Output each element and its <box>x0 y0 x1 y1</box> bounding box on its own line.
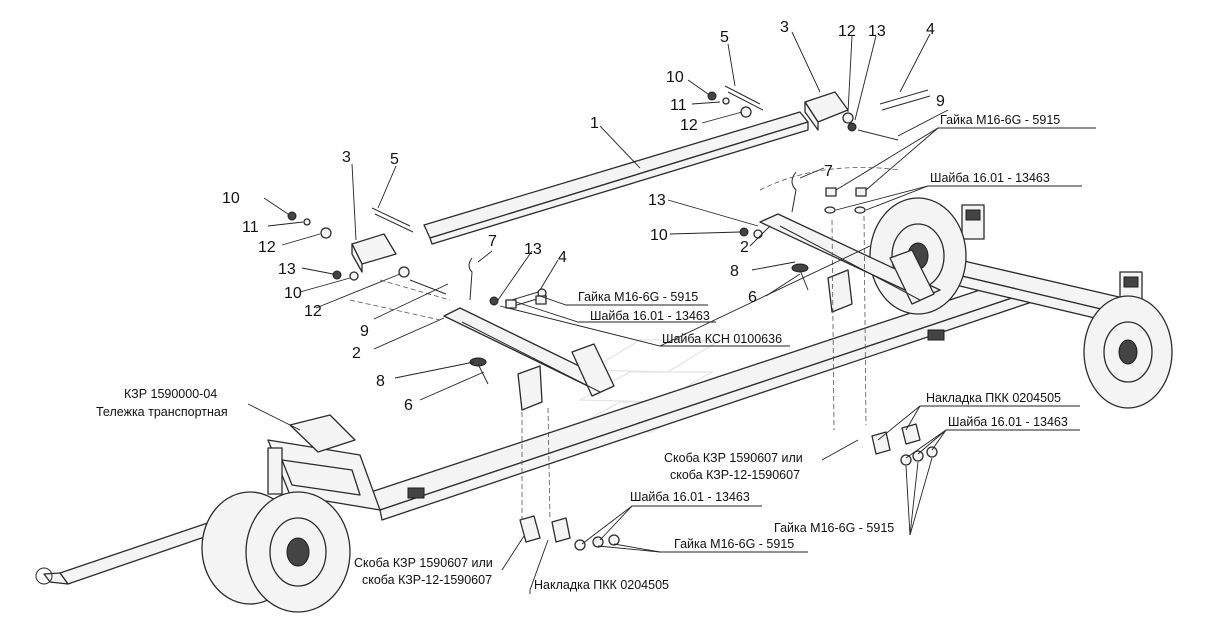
callout-13: 13 <box>278 261 296 278</box>
callout-10: 10 <box>222 190 240 207</box>
bolt-part-9 <box>409 129 899 295</box>
callout-12: 12 <box>680 117 698 134</box>
label-nut-top: Гайка М16-6G - 5915 <box>940 113 1060 127</box>
callout-9: 9 <box>360 323 369 340</box>
beam-part-1 <box>423 111 809 245</box>
callout-10: 10 <box>666 69 684 86</box>
label-assembly-name: Тележка транспортная <box>96 405 228 419</box>
bolt-part-4-right <box>879 89 931 111</box>
callout-1: 1 <box>590 115 599 132</box>
callout-3: 3 <box>342 149 351 166</box>
label-washer-top: Шайба 16.01 - 13463 <box>930 171 1050 185</box>
callout-10: 10 <box>650 227 668 244</box>
callout-numbers: 1 3 12 13 4 5 10 11 12 9 3 5 7 10 13 11 … <box>222 19 945 414</box>
label-bracket-right-1: Скоба КЗР 1590607 или <box>664 451 803 465</box>
callout-7: 7 <box>488 233 497 250</box>
label-nut-right: Гайка М16-6G - 5915 <box>774 521 894 535</box>
bracket-part-3-right <box>804 91 849 131</box>
cradle-part-2-left <box>443 307 615 411</box>
pin-part-5-left <box>371 207 414 233</box>
callout-13: 13 <box>524 241 542 258</box>
wheel-rear-right <box>1083 295 1173 409</box>
assembly-guide-lines <box>349 167 901 521</box>
label-bracket-left-1: Скоба КЗР 1590607 или <box>354 556 493 570</box>
hook-part-7 <box>468 171 797 301</box>
label-washer-bottom: Шайба 16.01 - 13463 <box>630 490 750 504</box>
label-plate-right: Накладка ПКК 0204505 <box>926 391 1061 405</box>
callout-4: 4 <box>926 21 935 38</box>
label-washer-ksn: Шайба КСН 0100636 <box>662 332 782 346</box>
pin-part-5-right <box>724 85 764 111</box>
leader-lines <box>247 31 1096 594</box>
callout-12: 12 <box>304 303 322 320</box>
callout-3: 3 <box>780 19 789 36</box>
callout-11: 11 <box>242 219 259 236</box>
callout-7: 7 <box>824 163 833 180</box>
callout-12: 12 <box>838 23 856 40</box>
label-nut-mid: Гайка М16-6G - 5915 <box>578 290 698 304</box>
label-nut-bottom: Гайка М16-6G - 5915 <box>674 537 794 551</box>
stand-part-6-8 <box>469 263 809 385</box>
callout-5: 5 <box>720 29 729 46</box>
trailer-frame <box>35 204 1143 585</box>
callout-8: 8 <box>376 373 385 390</box>
callout-13: 13 <box>648 192 666 209</box>
callout-11: 11 <box>670 97 687 114</box>
callout-2: 2 <box>352 345 361 362</box>
callout-6: 6 <box>748 289 757 306</box>
callout-13: 13 <box>868 23 886 40</box>
callout-9: 9 <box>936 93 945 110</box>
callout-5: 5 <box>390 151 399 168</box>
label-washer-right: Шайба 16.01 - 13463 <box>948 415 1068 429</box>
label-washer-mid: Шайба 16.01 - 13463 <box>590 309 710 323</box>
spec-labels: Гайка М16-6G - 5915 Шайба 16.01 - 13463 … <box>96 113 1068 592</box>
label-plate-bottom: Накладка ПКК 0204505 <box>534 578 669 592</box>
callout-2: 2 <box>740 239 749 256</box>
callout-4: 4 <box>558 249 567 266</box>
label-bracket-right-2: скоба КЗР-12-1590607 <box>670 468 800 482</box>
callout-6: 6 <box>404 397 413 414</box>
bracket-part-3-left <box>351 233 397 273</box>
callout-8: 8 <box>730 263 739 280</box>
callout-12: 12 <box>258 239 276 256</box>
wheel-front <box>245 491 351 613</box>
callout-10: 10 <box>284 285 302 302</box>
label-bracket-left-2: скоба КЗР-12-1590607 <box>362 573 492 587</box>
label-assembly-code: КЗР 1590000-04 <box>124 387 217 401</box>
